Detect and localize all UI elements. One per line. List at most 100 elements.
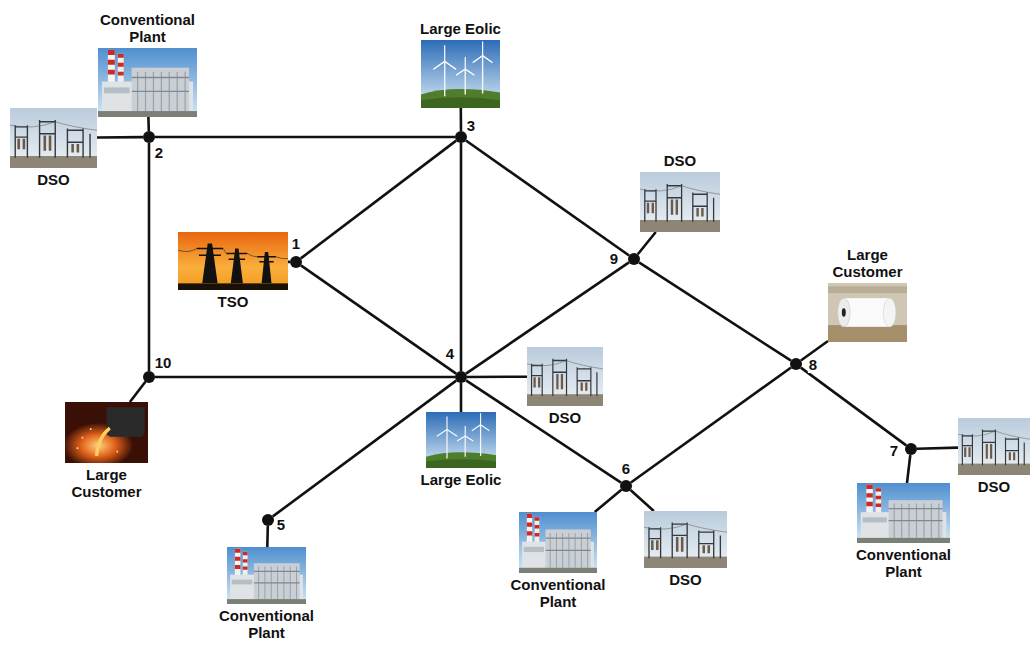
actor-label: Large Customer [54,466,159,500]
transmission-line [459,108,462,131]
grid-actor: TSO [178,232,288,290]
bus-node: 7 [905,443,917,455]
dso-icon [527,347,603,406]
actor-label: Large Eolic [401,20,521,37]
bus-number: 1 [291,236,301,252]
plant-picture [857,483,950,543]
bus-node: 9 [628,253,640,265]
actor-label: DSO [640,152,720,169]
grid-actor: DSO [527,347,603,406]
transmission-line [907,455,910,483]
label-block: Large Customer [815,246,920,280]
transmission-line [467,375,527,378]
transmission-line [631,368,791,483]
transmission-line [148,143,151,371]
paper-picture [828,283,907,342]
grid-actor: Conventional Plant [857,483,950,543]
plant-picture [519,512,597,573]
actor-label: Conventional Plant [93,11,203,45]
grid-actor: Large Eolic [421,40,500,108]
dso-icon [644,511,727,568]
plant-icon [519,512,597,573]
eolic-icon [421,40,500,108]
grid-actor: DSO [640,172,720,232]
label-block: TSO [193,293,273,310]
bus-number: 3 [466,118,476,134]
label-block: DSO [959,478,1029,495]
actor-label: Large Customer [815,246,920,280]
grid-actor: Large Customer [65,402,148,463]
bus-node: 10 [143,371,155,383]
transmission-line [460,143,463,371]
bus-number: 6 [621,461,631,477]
transmission-line [460,383,463,412]
label-block: Conventional Plant [212,607,322,641]
transmission-line [301,265,456,373]
eolic-picture [421,40,500,108]
bus-node: 2 [143,131,155,143]
dso-picture [644,511,727,568]
transmission-line [155,136,455,139]
actor-label: DSO [525,409,605,426]
bus-number: 7 [889,443,899,459]
dso-picture [10,108,97,168]
dso-icon [640,172,720,232]
plant-picture [227,547,306,604]
bus-number: 2 [154,145,164,161]
transmission-line [97,136,143,139]
transmission-line [147,117,150,131]
eolic-picture [426,412,496,468]
label-block: DSO [525,409,605,426]
transmission-line [631,490,654,511]
bus-node: 6 [620,480,632,492]
transmission-line [155,376,455,379]
bus-node: 8 [790,358,802,370]
tso-icon [178,232,288,290]
plant-icon [857,483,950,543]
label-block: Conventional Plant [849,546,959,580]
bus-number: 5 [276,517,286,533]
transmission-line [595,490,622,512]
dso-picture [958,418,1030,475]
transmission-line [266,526,269,547]
transmission-line [130,382,146,402]
label-block: Large Customer [54,466,159,500]
bus-number: 4 [445,346,455,362]
dso-picture [527,347,603,406]
actor-label: Conventional Plant [849,546,959,580]
dso-picture [640,172,720,232]
bus-node: 4 [455,371,467,383]
eolic-icon [426,412,496,468]
paper-icon [828,283,907,342]
grid-actor: Conventional Plant [519,512,597,573]
grid-actor: DSO [10,108,97,168]
bus-node: 1 [290,256,302,268]
grid-actor: DSO [644,511,727,568]
dso-icon [10,108,97,168]
actor-label: Conventional Plant [212,607,322,641]
dso-icon [958,418,1030,475]
tso-picture [178,232,288,290]
label-block: Conventional Plant [503,576,613,610]
actor-label: DSO [646,571,726,588]
transmission-line [801,368,906,446]
actor-label: DSO [959,478,1029,495]
transmission-line [301,141,456,259]
grid-actor: DSO [958,418,1030,475]
label-block: DSO [640,152,720,169]
actor-label: TSO [193,293,273,310]
label-block: DSO [646,571,726,588]
grid-actor: Large Customer [828,283,907,342]
label-block: Large Eolic [401,20,521,37]
transmission-line [639,262,791,360]
bus-node: 5 [262,514,274,526]
steel-icon [65,402,148,463]
bus-number: 9 [609,251,619,267]
plant-icon [98,48,197,117]
transmission-line [466,141,629,256]
transmission-line [638,232,656,254]
label-block: Large Eolic [401,471,521,488]
plant-icon [227,547,306,604]
label-block: DSO [14,171,94,188]
